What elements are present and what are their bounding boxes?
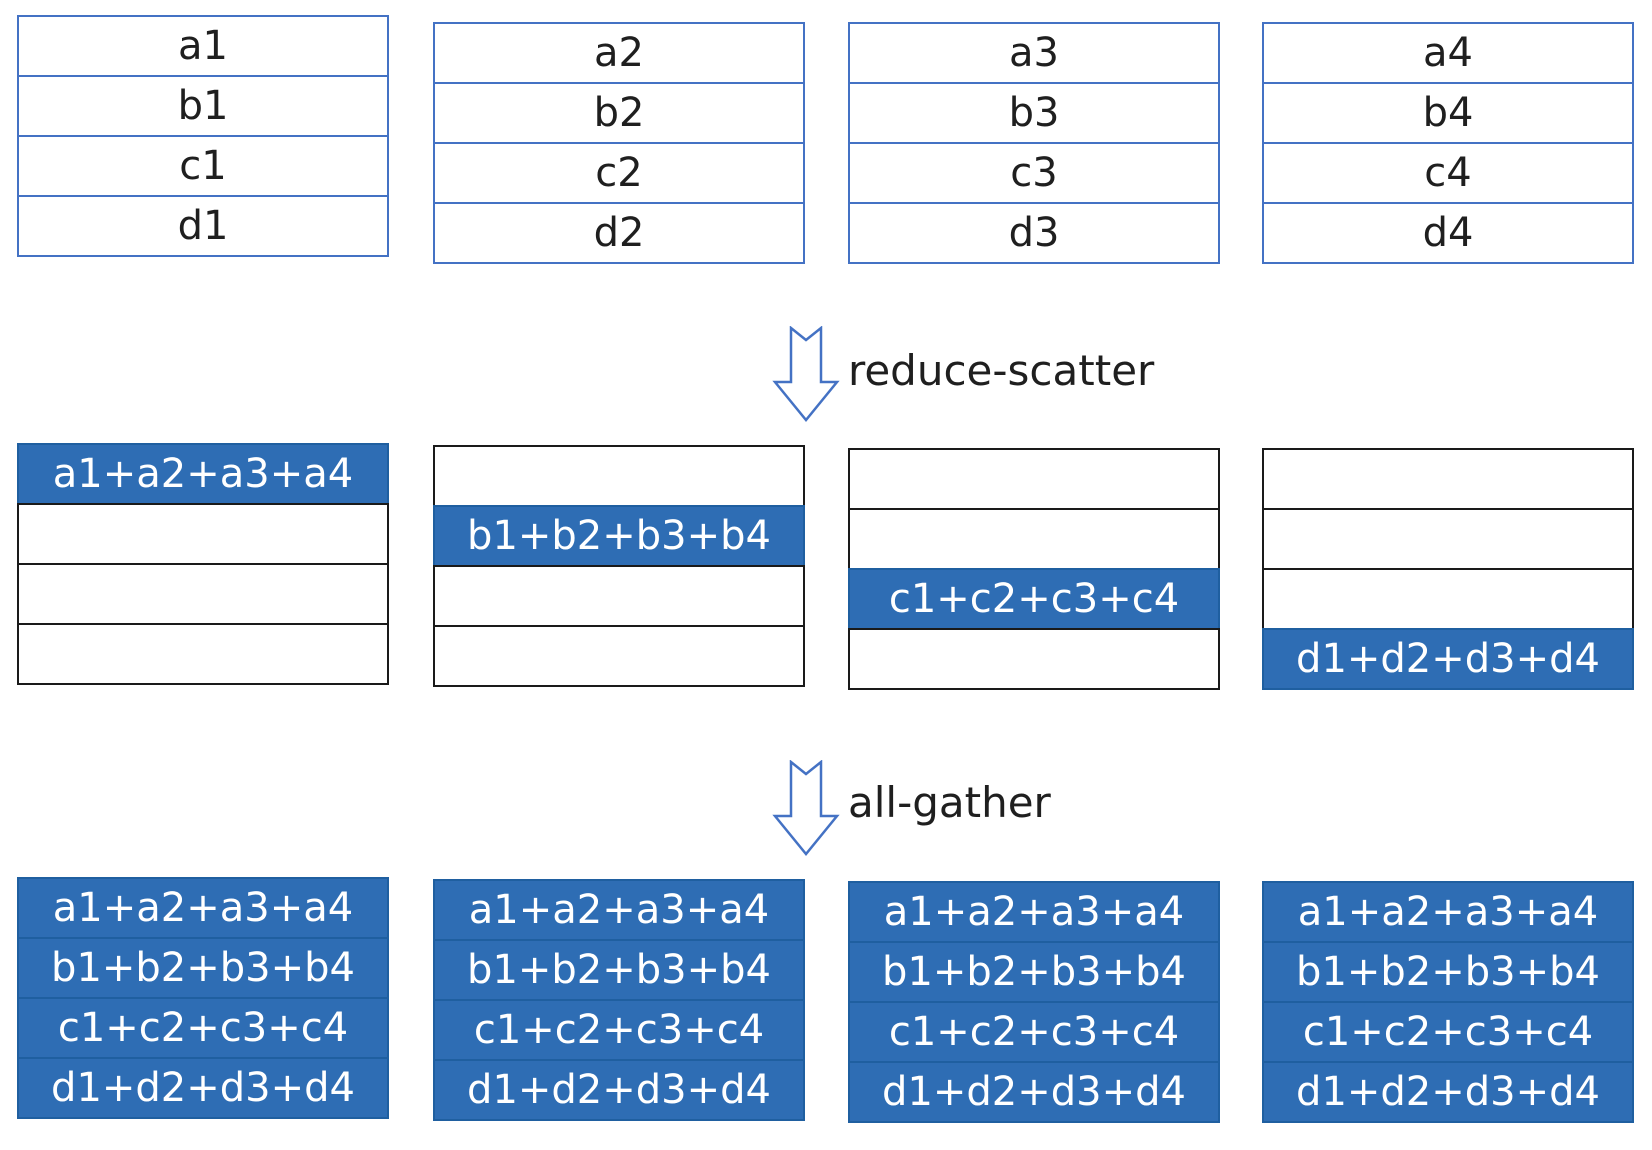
down-arrow-icon: [772, 326, 840, 422]
buffer-cell: c3: [848, 142, 1220, 204]
reduced-cell: a1+a2+a3+a4: [1262, 881, 1634, 943]
reduced-cell: a1+a2+a3+a4: [17, 877, 389, 939]
empty-cell: [848, 508, 1220, 570]
reduced-cell: b1+b2+b3+b4: [848, 941, 1220, 1003]
reduce-scatter-buffer-3: c1+c2+c3+c4: [848, 448, 1220, 690]
empty-cell: [1262, 508, 1634, 570]
buffer-cell: b4: [1262, 82, 1634, 144]
reduced-cell: a1+a2+a3+a4: [848, 881, 1220, 943]
buffer-cell: c2: [433, 142, 805, 204]
reduced-cell: b1+b2+b3+b4: [17, 937, 389, 999]
all-gather-buffer-4: a1+a2+a3+a4 b1+b2+b3+b4 c1+c2+c3+c4 d1+d…: [1262, 881, 1634, 1123]
reduce-scatter-label: reduce-scatter: [848, 346, 1155, 395]
reduced-cell: d1+d2+d3+d4: [17, 1057, 389, 1119]
buffer-cell: b2: [433, 82, 805, 144]
empty-cell: [433, 445, 805, 507]
empty-cell: [1262, 448, 1634, 510]
buffer-cell: a4: [1262, 22, 1634, 84]
reduced-cell: d1+d2+d3+d4: [848, 1061, 1220, 1123]
empty-cell: [1262, 568, 1634, 630]
reduced-cell: d1+d2+d3+d4: [1262, 1061, 1634, 1123]
reduced-cell: c1+c2+c3+c4: [848, 1001, 1220, 1063]
all-gather-buffer-3: a1+a2+a3+a4 b1+b2+b3+b4 c1+c2+c3+c4 d1+d…: [848, 881, 1220, 1123]
reduced-cell: c1+c2+c3+c4: [17, 997, 389, 1059]
reduce-scatter-buffer-4: d1+d2+d3+d4: [1262, 448, 1634, 690]
buffer-cell: d1: [17, 195, 389, 257]
empty-cell: [848, 628, 1220, 690]
reduced-cell: d1+d2+d3+d4: [433, 1059, 805, 1121]
buffer-cell: c4: [1262, 142, 1634, 204]
reduce-scatter-buffer-2: b1+b2+b3+b4: [433, 445, 805, 687]
buffer-cell: a2: [433, 22, 805, 84]
reduced-cell: b1+b2+b3+b4: [1262, 941, 1634, 1003]
reduced-cell: c1+c2+c3+c4: [433, 999, 805, 1061]
buffer-cell: c1: [17, 135, 389, 197]
empty-cell: [17, 563, 389, 625]
buffer-cell: b3: [848, 82, 1220, 144]
initial-buffer-3: a3 b3 c3 d3: [848, 22, 1220, 264]
all-gather-buffer-2: a1+a2+a3+a4 b1+b2+b3+b4 c1+c2+c3+c4 d1+d…: [433, 879, 805, 1121]
all-gather-buffer-1: a1+a2+a3+a4 b1+b2+b3+b4 c1+c2+c3+c4 d1+d…: [17, 877, 389, 1119]
reduced-cell: a1+a2+a3+a4: [433, 879, 805, 941]
initial-buffer-1: a1 b1 c1 d1: [17, 15, 389, 257]
initial-buffer-4: a4 b4 c4 d4: [1262, 22, 1634, 264]
reduce-scatter-buffer-1: a1+a2+a3+a4: [17, 443, 389, 685]
buffer-cell: a3: [848, 22, 1220, 84]
empty-cell: [433, 625, 805, 687]
buffer-cell: b1: [17, 75, 389, 137]
buffer-cell: d3: [848, 202, 1220, 264]
buffer-cell: d2: [433, 202, 805, 264]
reduced-cell: d1+d2+d3+d4: [1262, 628, 1634, 690]
empty-cell: [433, 565, 805, 627]
initial-buffer-2: a2 b2 c2 d2: [433, 22, 805, 264]
all-gather-label: all-gather: [848, 778, 1051, 827]
reduced-cell: c1+c2+c3+c4: [1262, 1001, 1634, 1063]
buffer-cell: a1: [17, 15, 389, 77]
reduced-cell: c1+c2+c3+c4: [848, 568, 1220, 630]
reduced-cell: a1+a2+a3+a4: [17, 443, 389, 505]
down-arrow-icon: [772, 760, 840, 856]
reduced-cell: b1+b2+b3+b4: [433, 505, 805, 567]
empty-cell: [17, 503, 389, 565]
reduced-cell: b1+b2+b3+b4: [433, 939, 805, 1001]
buffer-cell: d4: [1262, 202, 1634, 264]
empty-cell: [848, 448, 1220, 510]
empty-cell: [17, 623, 389, 685]
